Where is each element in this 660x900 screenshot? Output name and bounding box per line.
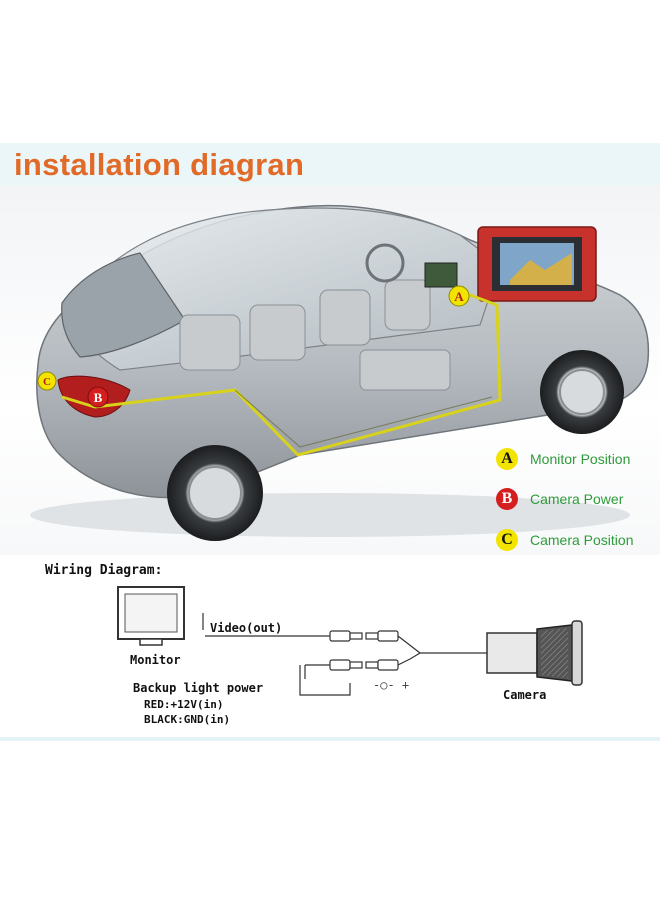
wiring-schematic (117, 586, 583, 696)
legend-item-camera-power: B Camera Power (496, 486, 660, 512)
legend-item-camera-position: C Camera Position (496, 527, 660, 553)
monitor-icon (117, 586, 185, 646)
legend-badge-c: C (496, 529, 518, 551)
backup-light-label: Backup light power (133, 681, 264, 695)
interior-seats (179, 279, 451, 391)
marker-c-label: C (43, 376, 51, 388)
black-wire-label: BLACK:GND(in) (144, 713, 231, 726)
bottom-band (0, 737, 660, 741)
legend-label-a: Monitor Position (530, 451, 631, 467)
car-drawing: A B C (30, 204, 650, 541)
polarity-symbol: -○- + (373, 678, 410, 692)
marker-a: A (448, 285, 470, 307)
monitor-label: Monitor (130, 653, 181, 667)
red-wire-label: RED:+12V(in) (144, 698, 224, 711)
power-connector (329, 659, 399, 671)
marker-b-label: B (94, 390, 103, 405)
car-illustration: A B C (0, 185, 660, 555)
camera-icon (486, 620, 583, 686)
rear-window (61, 252, 186, 358)
steering-wheel (365, 243, 405, 283)
legend-badge-b: B (496, 488, 518, 510)
title-band (0, 143, 660, 185)
legend-label-b: Camera Power (530, 491, 624, 507)
video-out-label: Video(out) (210, 621, 283, 635)
camera-label: Camera (503, 688, 547, 702)
legend-label-c: Camera Position (530, 532, 634, 548)
wiring-diagram: Wiring Diagram: (0, 555, 660, 737)
wiring-heading: Wiring Diagram: (45, 563, 163, 578)
video-connector (329, 630, 399, 642)
head-unit (477, 226, 597, 302)
legend-badge-a: A (496, 448, 518, 470)
marker-a-label: A (454, 289, 464, 304)
page-title: installation diagran (14, 147, 305, 182)
legend-item-monitor-position: A Monitor Position (496, 446, 660, 472)
marker-b: B (87, 386, 109, 408)
dash-screen (424, 262, 458, 288)
marker-c: C (37, 371, 57, 391)
